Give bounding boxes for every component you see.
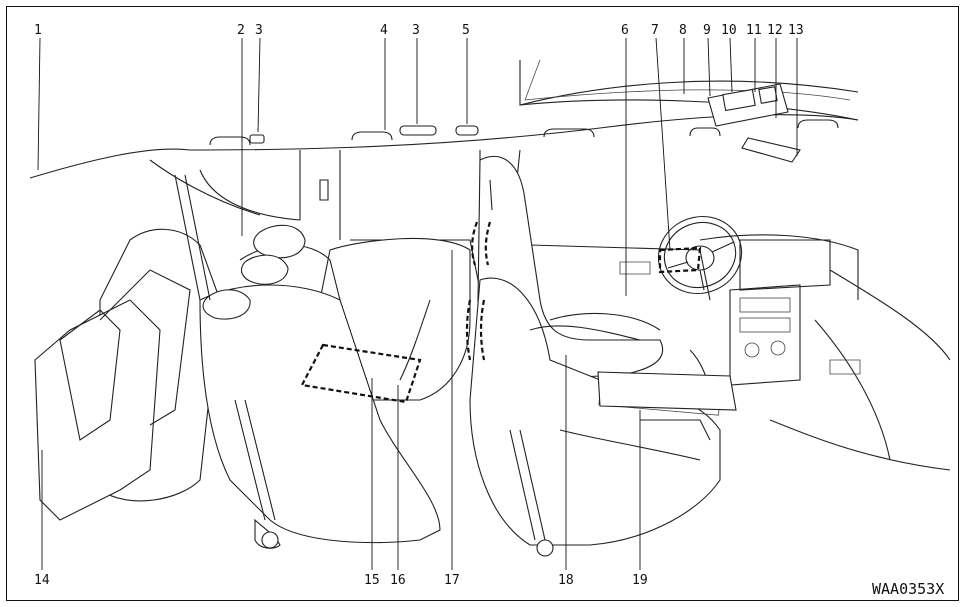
callout-4: 4 (380, 23, 388, 38)
callout-5: 5 (462, 23, 470, 38)
callout-3-second: 3 (412, 23, 420, 38)
callout-15: 15 (364, 573, 380, 588)
leader-lines (37, 37, 798, 570)
callout-17: 17 (444, 573, 460, 588)
callout-labels: 1 2 3 4 3 5 6 7 8 9 10 11 12 13 14 15 16… (34, 23, 944, 598)
callout-13: 13 (788, 23, 804, 38)
map-lights (249, 125, 479, 144)
pillars (149, 149, 521, 246)
callout-14: 14 (34, 573, 50, 588)
instrument-panel (699, 234, 951, 471)
figure-frame (6, 6, 959, 601)
callout-3: 3 (255, 23, 263, 38)
callout-18: 18 (558, 573, 574, 588)
figure-code: WAA0353X (872, 580, 944, 598)
rear-left-seatback (34, 269, 191, 521)
callout-12: 12 (767, 23, 783, 38)
steering-wheel (657, 215, 743, 295)
callout-9: 9 (703, 23, 711, 38)
front-seat-lower (469, 277, 726, 546)
callout-2: 2 (237, 23, 245, 38)
callout-8: 8 (679, 23, 687, 38)
highlight-regions (300, 221, 702, 404)
callout-11: 11 (746, 23, 762, 38)
seat-belts (174, 174, 554, 557)
callout-1: 1 (34, 23, 42, 38)
callout-16: 16 (390, 573, 406, 588)
callout-6: 6 (621, 23, 629, 38)
callout-7: 7 (651, 23, 659, 38)
callout-10: 10 (721, 23, 737, 38)
callout-19: 19 (632, 573, 648, 588)
overhead-console (707, 83, 801, 163)
assist-grips (209, 119, 839, 146)
center-console (597, 371, 737, 441)
